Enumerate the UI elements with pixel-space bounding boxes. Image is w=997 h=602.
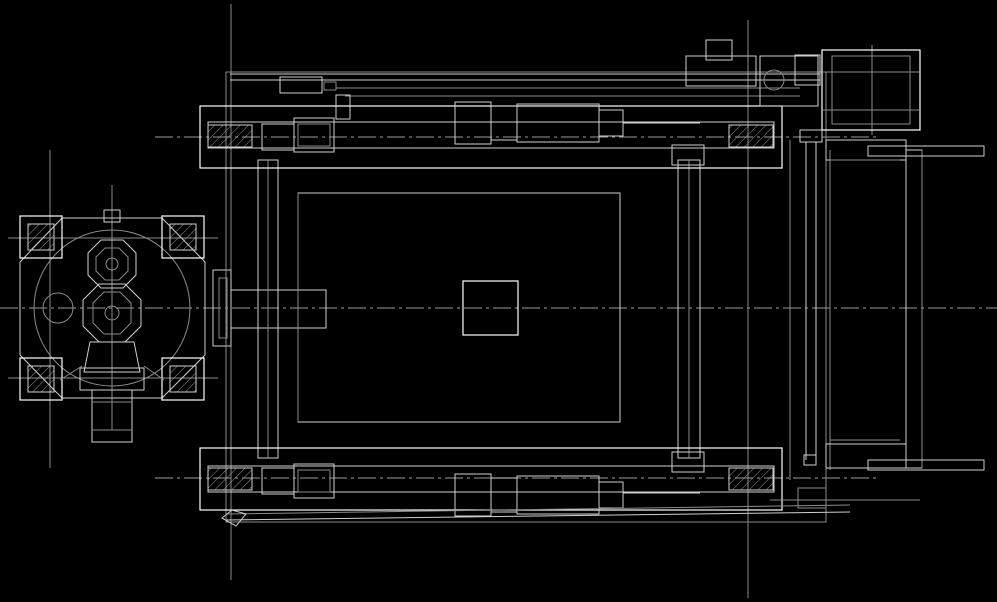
center-fixture [462,280,519,336]
roller-top-bracket [825,139,907,161]
upper-guide-plate [867,145,985,157]
right-drive-unit [685,39,985,509]
upper-left-bearing-block [207,124,253,148]
gear-reducer [759,55,819,107]
lower-rail-assembly [199,447,851,527]
lower-carriage [293,463,335,499]
rotator-ring [33,229,191,387]
rotator-side-hub [42,292,74,324]
lower-left-bearing-block [207,467,253,491]
drive-motor [821,49,921,131]
valve-top [705,39,733,61]
mount-pad-top-right [161,215,205,259]
pipe-fitting [279,76,323,94]
roller-drum [905,149,923,469]
upper-rail-assembly [199,73,820,169]
upper-cylinder-body [516,103,600,143]
mount-pad-bottom-right [161,357,205,401]
mount-pad-top-left [19,215,63,259]
valve-body [685,55,757,87]
lower-gear-hub [104,305,120,321]
lower-right-bearing-block [728,467,774,491]
main-frame [225,71,831,523]
lower-gear-inner [92,291,132,335]
upper-gear-hub [105,257,119,271]
upper-gear-outer [87,239,137,289]
centerlines [0,4,997,598]
gear-top-cap [103,209,121,223]
rotator-drive-motor [91,389,133,443]
bottom-bracket [221,509,247,527]
roller-bottom-bracket [825,443,907,469]
upper-gear-inner [95,247,129,281]
upper-cylinder-head [454,101,492,145]
gearbox-body [83,341,141,373]
mount-pad-bottom-left [19,357,63,401]
lower-guide-plate [867,459,985,471]
frame-outline [225,71,827,523]
upper-right-bearing-block [728,124,774,148]
rotary-indexing-unit [19,209,206,443]
bottom-pipe [225,511,851,521]
upper-carriage [293,117,335,153]
